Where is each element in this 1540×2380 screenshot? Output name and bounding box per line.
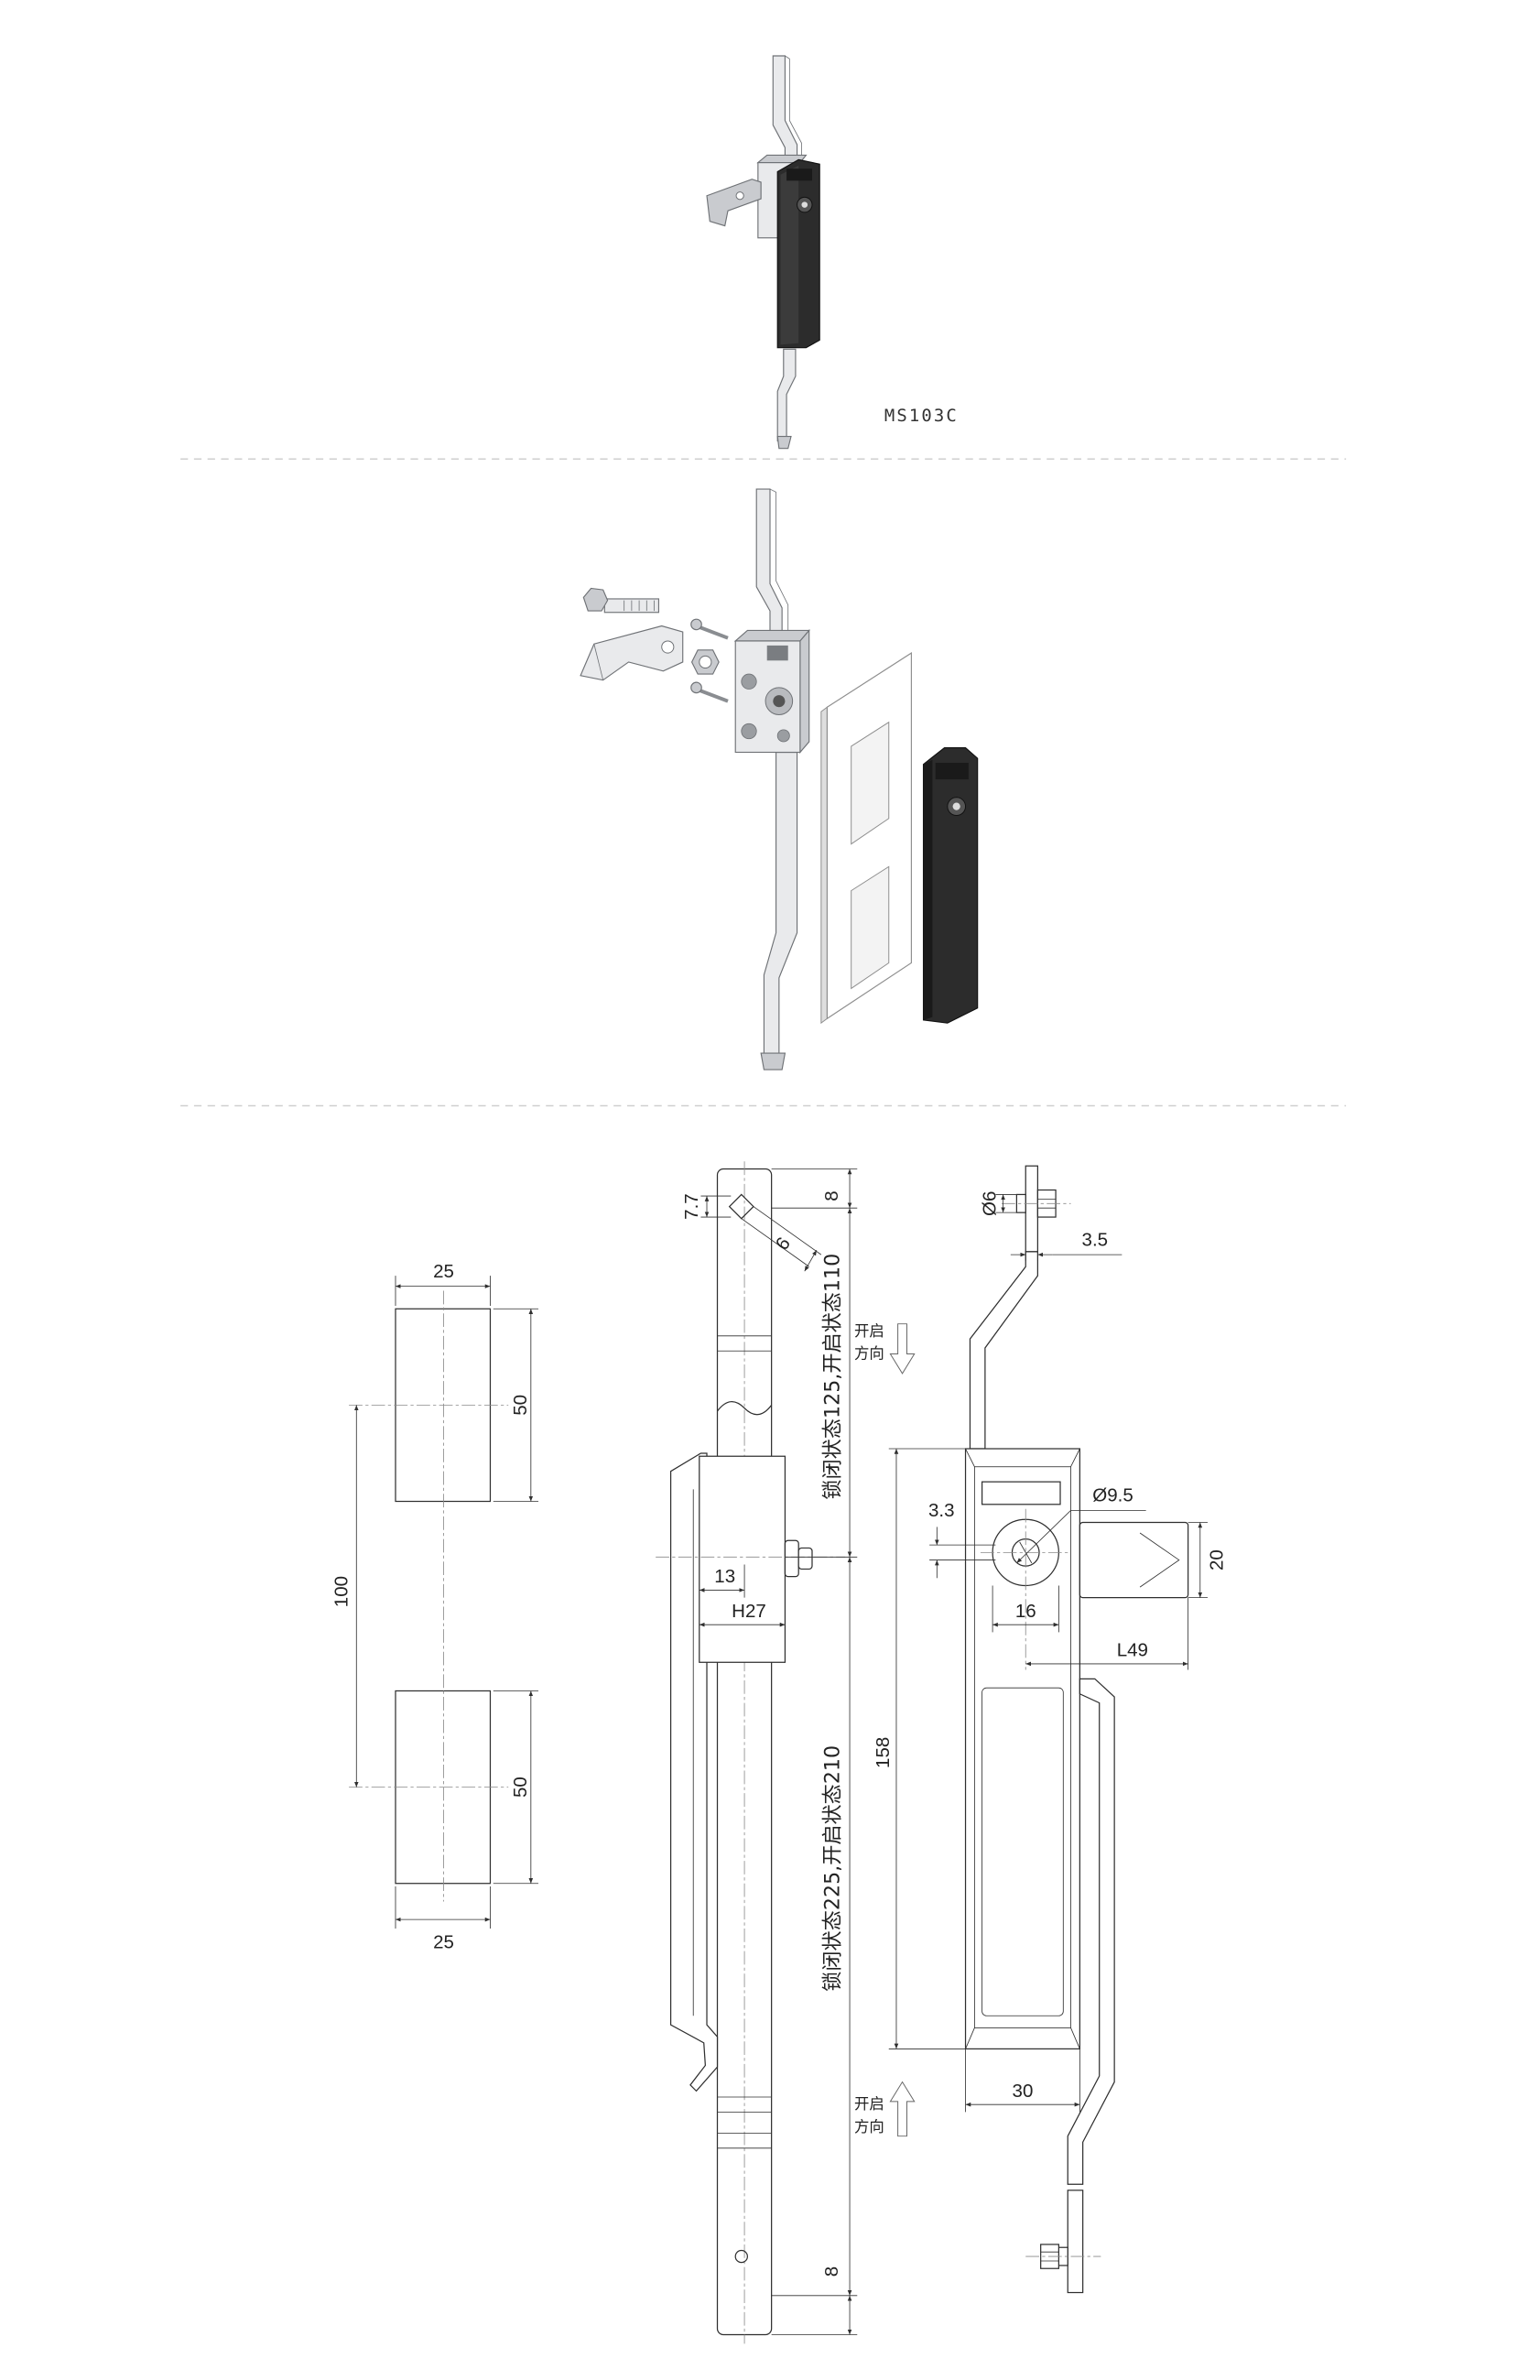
svg-text:100: 100 bbox=[331, 1576, 352, 1607]
svg-text:158: 158 bbox=[873, 1737, 894, 1768]
angle-bracket bbox=[580, 625, 684, 681]
dim-handle-length: 158 bbox=[873, 1448, 966, 2049]
rod-hole-round bbox=[734, 2249, 748, 2264]
svg-text:H27: H27 bbox=[732, 1601, 766, 1622]
dim-top-width: 25 bbox=[395, 1261, 491, 1306]
svg-text:8: 8 bbox=[821, 2266, 842, 2277]
open-direction-bottom: 开启 方向 bbox=[854, 2081, 916, 2137]
svg-text:Ø9.5: Ø9.5 bbox=[1092, 1485, 1133, 1506]
upper-rod bbox=[772, 55, 798, 169]
exploded-view-render bbox=[580, 488, 979, 1070]
handle-window bbox=[786, 168, 812, 181]
cutout-drawing: 25 50 100 50 25 bbox=[331, 1261, 539, 1952]
svg-text:方向: 方向 bbox=[854, 2118, 884, 2135]
dim-bracket-offset: 3.5 bbox=[1010, 1229, 1122, 1261]
lock-cylinder bbox=[980, 1508, 1071, 1670]
lower-rod-end bbox=[776, 435, 792, 450]
bracket-hole bbox=[735, 191, 744, 201]
dim-cylinder-span: 16 bbox=[992, 1585, 1059, 1633]
lower-rod bbox=[776, 348, 797, 442]
dim-cylinder-diameter: Ø9.5 bbox=[1016, 1485, 1146, 1564]
upper-rod bbox=[969, 1251, 1038, 1450]
upper-rod bbox=[755, 488, 783, 633]
dim-lower-travel: 锁闭状态225,开启状态210 bbox=[821, 1557, 852, 2296]
dim-cylinder-offset: 3.3 bbox=[928, 1500, 996, 1579]
hex-bolt bbox=[582, 587, 660, 614]
dim-bottom-end: 8 bbox=[771, 2266, 858, 2335]
svg-text:50: 50 bbox=[510, 1395, 531, 1416]
dim-bolt-diameter: Ø6 bbox=[979, 1191, 1017, 1216]
dim-body-offset: 13 bbox=[699, 1564, 745, 1598]
handle-front bbox=[964, 1448, 1080, 2050]
lock-body bbox=[699, 1455, 786, 1663]
handle bbox=[922, 747, 979, 1024]
assembled-latch-render: MS103C bbox=[706, 55, 959, 450]
lock-body bbox=[733, 628, 810, 755]
svg-text:7.7: 7.7 bbox=[681, 1193, 702, 1220]
lock-knob bbox=[784, 1539, 813, 1578]
svg-text:25: 25 bbox=[433, 1931, 454, 1952]
front-view: Ø6 3.5 开启 方向 bbox=[854, 1165, 1227, 2294]
dim-handle-width: 30 bbox=[965, 2049, 1080, 2113]
break-line bbox=[717, 1401, 773, 1416]
upper-bracket bbox=[1001, 1165, 1071, 1253]
dim-body-height: H27 bbox=[699, 1601, 786, 1627]
svg-text:20: 20 bbox=[1206, 1549, 1227, 1570]
down-arrow-icon bbox=[889, 1323, 916, 1375]
latch-tongue bbox=[1079, 1521, 1189, 1599]
svg-text:16: 16 bbox=[1015, 1601, 1036, 1622]
screw-lower bbox=[690, 681, 729, 703]
svg-text:50: 50 bbox=[510, 1777, 531, 1798]
svg-text:锁闭状态125,开启状态110: 锁闭状态125,开启状态110 bbox=[821, 1254, 845, 1500]
svg-text:方向: 方向 bbox=[854, 1344, 884, 1362]
open-direction-top: 开启 方向 bbox=[854, 1322, 916, 1375]
lower-rod-end bbox=[760, 1052, 786, 1070]
svg-text:8: 8 bbox=[821, 1190, 842, 1201]
handle-window bbox=[981, 1481, 1061, 1505]
hex-nut bbox=[690, 649, 720, 675]
handle-face bbox=[780, 165, 799, 345]
mounting-bracket bbox=[706, 179, 762, 227]
svg-text:6: 6 bbox=[772, 1233, 795, 1255]
svg-text:锁闭状态225,开启状态210: 锁闭状态225,开启状态210 bbox=[821, 1745, 845, 1992]
dim-spacing: 100 bbox=[331, 1405, 359, 1788]
keyhole-core bbox=[801, 201, 808, 208]
upper-rod-edge bbox=[769, 488, 789, 633]
lower-bracket bbox=[1025, 2190, 1101, 2294]
dim-bottom-width: 25 bbox=[395, 1886, 491, 1952]
svg-text:25: 25 bbox=[433, 1261, 454, 1282]
upper-rod-edge bbox=[785, 55, 802, 166]
gasket-cutout-upper bbox=[851, 721, 890, 845]
svg-text:3.5: 3.5 bbox=[1082, 1229, 1109, 1250]
svg-text:Ø6: Ø6 bbox=[979, 1191, 1000, 1216]
gasket-cutout-lower bbox=[851, 865, 890, 990]
dim-top-end: 8 bbox=[771, 1168, 858, 1209]
dim-hole-offset: 7.7 bbox=[681, 1193, 732, 1220]
model-label: MS103C bbox=[884, 406, 959, 426]
dim-bottom-height: 50 bbox=[493, 1690, 539, 1885]
dim-tongue-length: L49 bbox=[1025, 1597, 1189, 1670]
svg-text:3.3: 3.3 bbox=[928, 1500, 955, 1521]
svg-text:13: 13 bbox=[714, 1566, 735, 1587]
dim-upper-travel: 锁闭状态125,开启状态110 bbox=[785, 1208, 858, 1558]
up-arrow-icon bbox=[889, 2081, 916, 2137]
handle-slot bbox=[981, 1687, 1064, 2016]
dim-tongue-width: 20 bbox=[1188, 1522, 1227, 1599]
svg-text:开启: 开启 bbox=[854, 1322, 884, 1340]
dim-top-height: 50 bbox=[493, 1308, 539, 1502]
side-view: 7.7 6 8 锁闭状态125,开启状态110 13 H27 bbox=[656, 1161, 858, 2344]
gasket-plate bbox=[820, 652, 912, 1025]
svg-text:L49: L49 bbox=[1117, 1640, 1148, 1661]
screw-upper bbox=[690, 618, 729, 640]
svg-text:30: 30 bbox=[1013, 2081, 1034, 2102]
svg-text:开启: 开启 bbox=[854, 2095, 884, 2113]
lower-rod bbox=[1067, 1678, 1115, 2185]
lower-rod bbox=[763, 751, 798, 1063]
